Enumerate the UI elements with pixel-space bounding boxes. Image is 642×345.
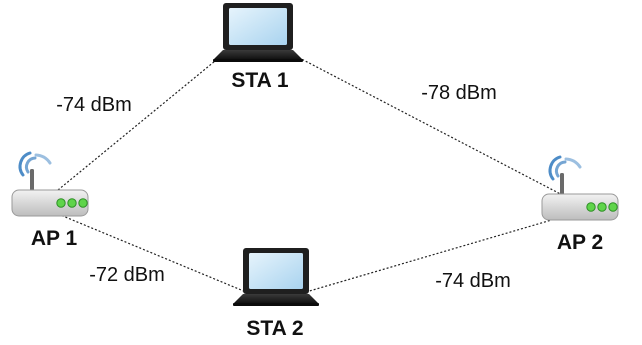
- node-label-sta1: STA 1: [231, 69, 288, 92]
- link-label-ap1-sta1: -74 dBm: [56, 94, 132, 116]
- status-led-icon: [586, 202, 596, 212]
- status-led-icon: [67, 198, 77, 208]
- status-led-icon: [78, 198, 88, 208]
- laptop-icon: [233, 248, 319, 306]
- link-label-sta2-ap2: -74 dBm: [435, 270, 511, 292]
- link-ap1-sta2: [57, 213, 247, 293]
- laptop-icon: [213, 3, 303, 62]
- node-label-sta2: STA 2: [246, 317, 303, 340]
- wifi-router-icon: [11, 151, 89, 217]
- node-label-ap2: AP 2: [557, 231, 603, 254]
- status-led-icon: [56, 198, 66, 208]
- status-led-icon: [608, 202, 618, 212]
- link-sta1-ap2: [287, 51, 573, 201]
- link-label-sta1-ap2: -78 dBm: [421, 82, 497, 104]
- status-led-icon: [597, 202, 607, 212]
- link-label-ap1-sta2: -72 dBm: [89, 264, 165, 286]
- wifi-router-icon: [541, 155, 619, 221]
- link-ap1-sta1: [57, 51, 227, 191]
- node-label-ap1: AP 1: [31, 227, 78, 250]
